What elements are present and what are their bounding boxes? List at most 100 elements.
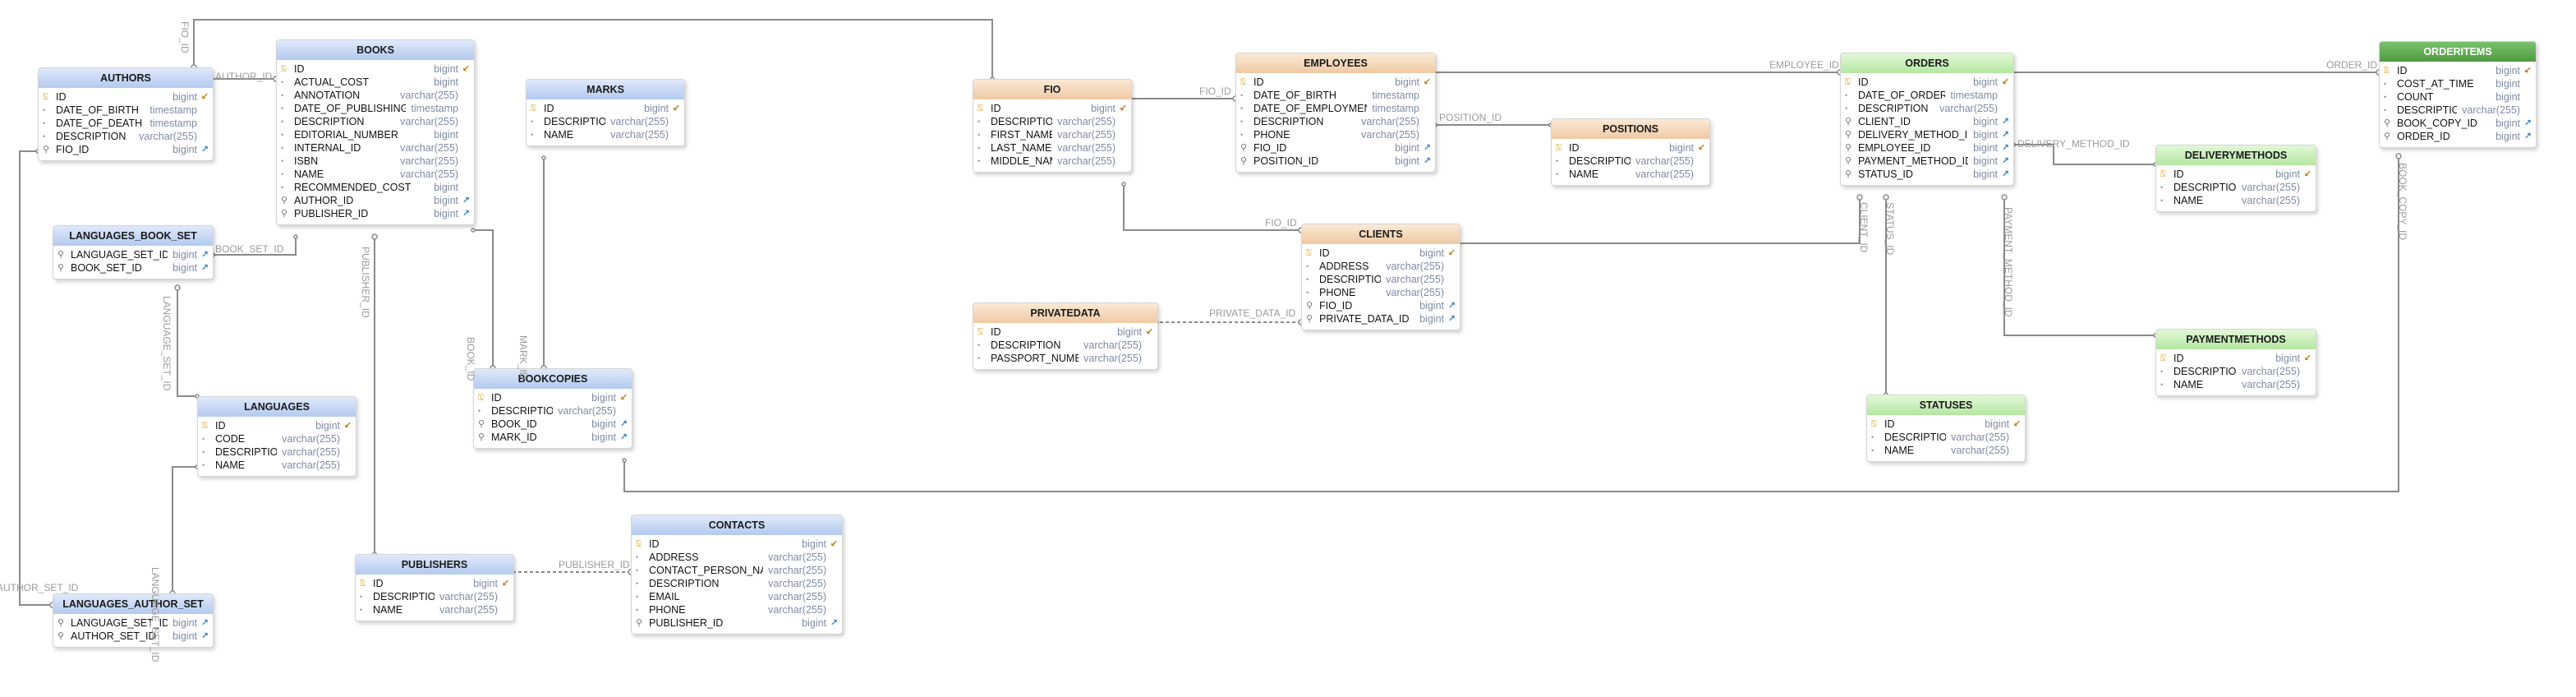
table-positions[interactable]: POSITIONS⍂IDbigint↙•DESCRIPTIONvarchar(2… <box>1551 118 1710 186</box>
table-title[interactable]: PAYMENTMETHODS <box>2156 330 2316 349</box>
table-marks[interactable]: MARKS⍂IDbigint↙•DESCRIPTIONvarchar(255)•… <box>526 79 685 146</box>
table-title[interactable]: CLIENTS <box>1302 224 1460 244</box>
table-title[interactable]: BOOKS <box>277 40 474 60</box>
table-title[interactable]: LANGUAGES_BOOK_SET <box>53 226 213 246</box>
relation-r-author-fio[interactable] <box>193 19 993 79</box>
table-title[interactable]: ORDERITEMS <box>2380 42 2536 62</box>
relation-r-lbs-lang[interactable] <box>177 288 197 397</box>
table-title[interactable]: STATUSES <box>1867 395 2025 415</box>
relation-r-bc-book[interactable] <box>473 229 494 368</box>
table-title[interactable]: PUBLISHERS <box>356 555 513 575</box>
table-title[interactable]: ORDERS <box>1841 53 2013 73</box>
table-title[interactable]: AUTHORS <box>39 68 213 88</box>
table-publishers[interactable]: PUBLISHERS⍂IDbigint↙•DESCRIPTIONvarchar(… <box>355 554 514 621</box>
table-title[interactable]: EMPLOYEES <box>1236 53 1435 73</box>
table-title[interactable]: CONTACTS <box>632 515 842 535</box>
relation-r-ord-pm[interactable] <box>2003 197 2155 336</box>
table-title[interactable]: LANGUAGES_AUTHOR_SET <box>53 594 213 614</box>
table-fio[interactable]: FIO⍂IDbigint↙•DESCRIPTIONvarchar(255)•FI… <box>973 79 1132 173</box>
relation-r-las-lang[interactable] <box>172 466 197 593</box>
table-title[interactable]: LANGUAGES <box>198 397 356 417</box>
relation-r-oi-bc[interactable] <box>623 156 2399 492</box>
table-statuses[interactable]: STATUSES ⍂IDbigint↙•DESCRIPTIONvarchar(25… <box>1866 395 2026 462</box>
relation-r-las-author[interactable] <box>19 150 53 606</box>
table-title[interactable]: BOOKCOPIES <box>474 369 632 389</box>
table-title[interactable]: FIO <box>973 80 1131 99</box>
